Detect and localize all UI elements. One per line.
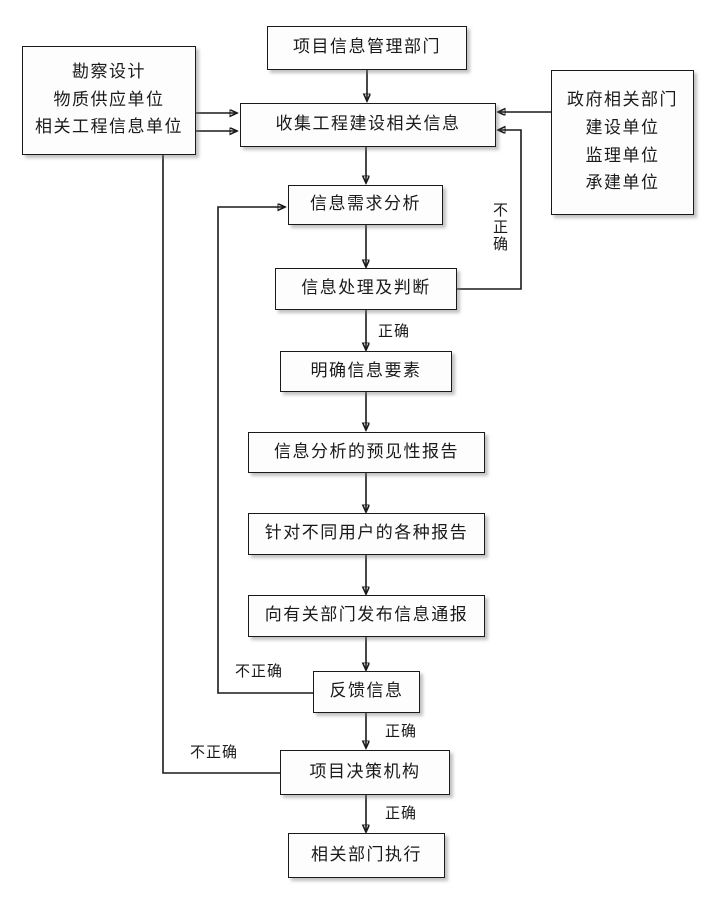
edge-label-incorrect-feedback: 不正确 (235, 662, 284, 680)
node-collect-construction-info[interactable]: 收集工程建设相关信息 (240, 103, 496, 147)
node-label-line-1: 勘察设计 (72, 61, 146, 82)
node-label-line-4: 承建单位 (585, 173, 660, 194)
edge-label-incorrect-process: 不正确 (491, 202, 509, 253)
node-label: 针对不同用户的各种报告 (264, 523, 469, 544)
node-clarify-information-elements[interactable]: 明确信息要素 (280, 351, 452, 392)
node-label: 项目信息管理部门 (293, 37, 441, 58)
node-label-line-3: 相关工程信息单位 (35, 117, 183, 138)
node-label-line-1: 政府相关部门 (567, 89, 678, 110)
node-label: 信息处理及判断 (301, 278, 431, 299)
node-government-units[interactable]: 政府相关部门 建设单位 监理单位 承建单位 (551, 70, 694, 215)
node-project-decision-body[interactable]: 项目决策机构 (280, 750, 450, 795)
node-label: 项目决策机构 (309, 761, 421, 782)
node-info-management-dept[interactable]: 项目信息管理部门 (267, 26, 467, 70)
edge-process-incorrect-loop (457, 130, 522, 290)
edge-label-correct-after-process: 正确 (378, 322, 411, 340)
node-survey-supply-units[interactable]: 勘察设计 物质供应单位 相关工程信息单位 (22, 46, 196, 155)
node-label: 反馈信息 (329, 681, 404, 702)
node-information-demand-analysis[interactable]: 信息需求分析 (288, 185, 443, 225)
node-label: 信息需求分析 (310, 194, 421, 215)
node-relevant-dept-execution[interactable]: 相关部门执行 (288, 833, 445, 878)
node-reports-for-different-users[interactable]: 针对不同用户的各种报告 (248, 513, 485, 555)
node-publish-information-bulletin[interactable]: 向有关部门发布信息通报 (248, 595, 485, 637)
node-label: 明确信息要素 (310, 360, 422, 381)
node-label-line-2: 物质供应单位 (53, 89, 165, 110)
edge-label-correct-after-feedback: 正确 (385, 722, 418, 740)
node-label-line-3: 监理单位 (585, 145, 660, 166)
node-information-processing-judgment[interactable]: 信息处理及判断 (275, 268, 457, 310)
node-feedback-information[interactable]: 反馈信息 (313, 671, 420, 713)
edge-label-incorrect-decision: 不正确 (190, 743, 239, 761)
node-label: 信息分析的预见性报告 (274, 441, 459, 462)
edge-label-correct-after-decision: 正确 (385, 804, 418, 822)
node-label: 相关部门执行 (311, 844, 422, 865)
node-label: 收集工程建设相关信息 (275, 114, 461, 135)
node-label: 向有关部门发布信息通报 (264, 605, 469, 626)
node-predictive-analysis-report[interactable]: 信息分析的预见性报告 (248, 432, 485, 473)
node-label-line-2: 建设单位 (585, 117, 660, 138)
